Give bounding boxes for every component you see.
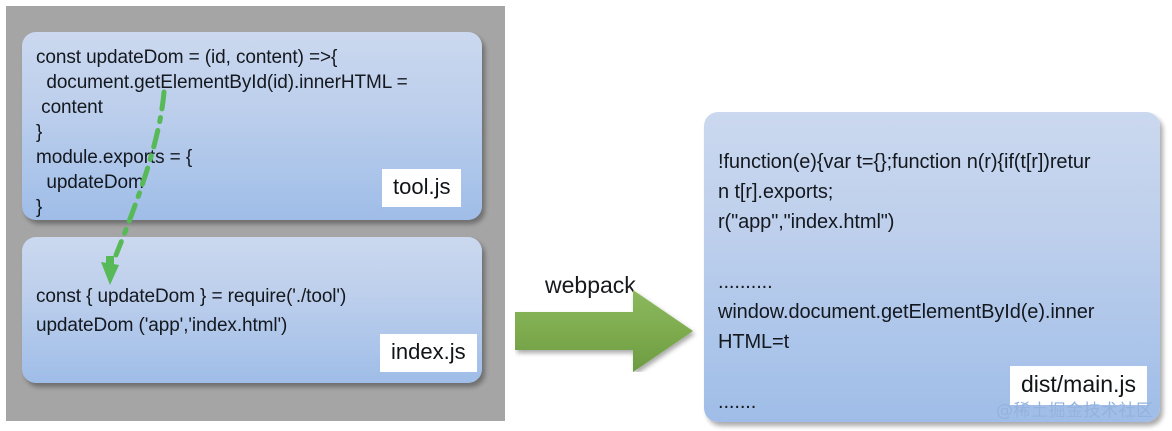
webpack-arrow <box>515 290 693 372</box>
code-block-index-js: const { updateDom } = require('./tool') … <box>36 286 347 336</box>
file-tag-dist-main-js: dist/main.js <box>1010 366 1148 405</box>
file-tag-tool-js: tool.js <box>382 169 462 207</box>
file-tag-index-js: index.js <box>380 334 477 372</box>
code-block-dist-main-js: !function(e){var t={};function n(r){if(t… <box>718 151 1095 413</box>
webpack-label: webpack <box>545 272 636 298</box>
webpack-arrow-shape <box>515 290 693 372</box>
code-block-tool-js: const updateDom = (id, content) =>{ docu… <box>36 47 408 218</box>
watermark-text: @稀土掘金技术社区 <box>996 401 1154 421</box>
code-card-index-js[interactable]: const { updateDom } = require('./tool') … <box>22 237 482 383</box>
